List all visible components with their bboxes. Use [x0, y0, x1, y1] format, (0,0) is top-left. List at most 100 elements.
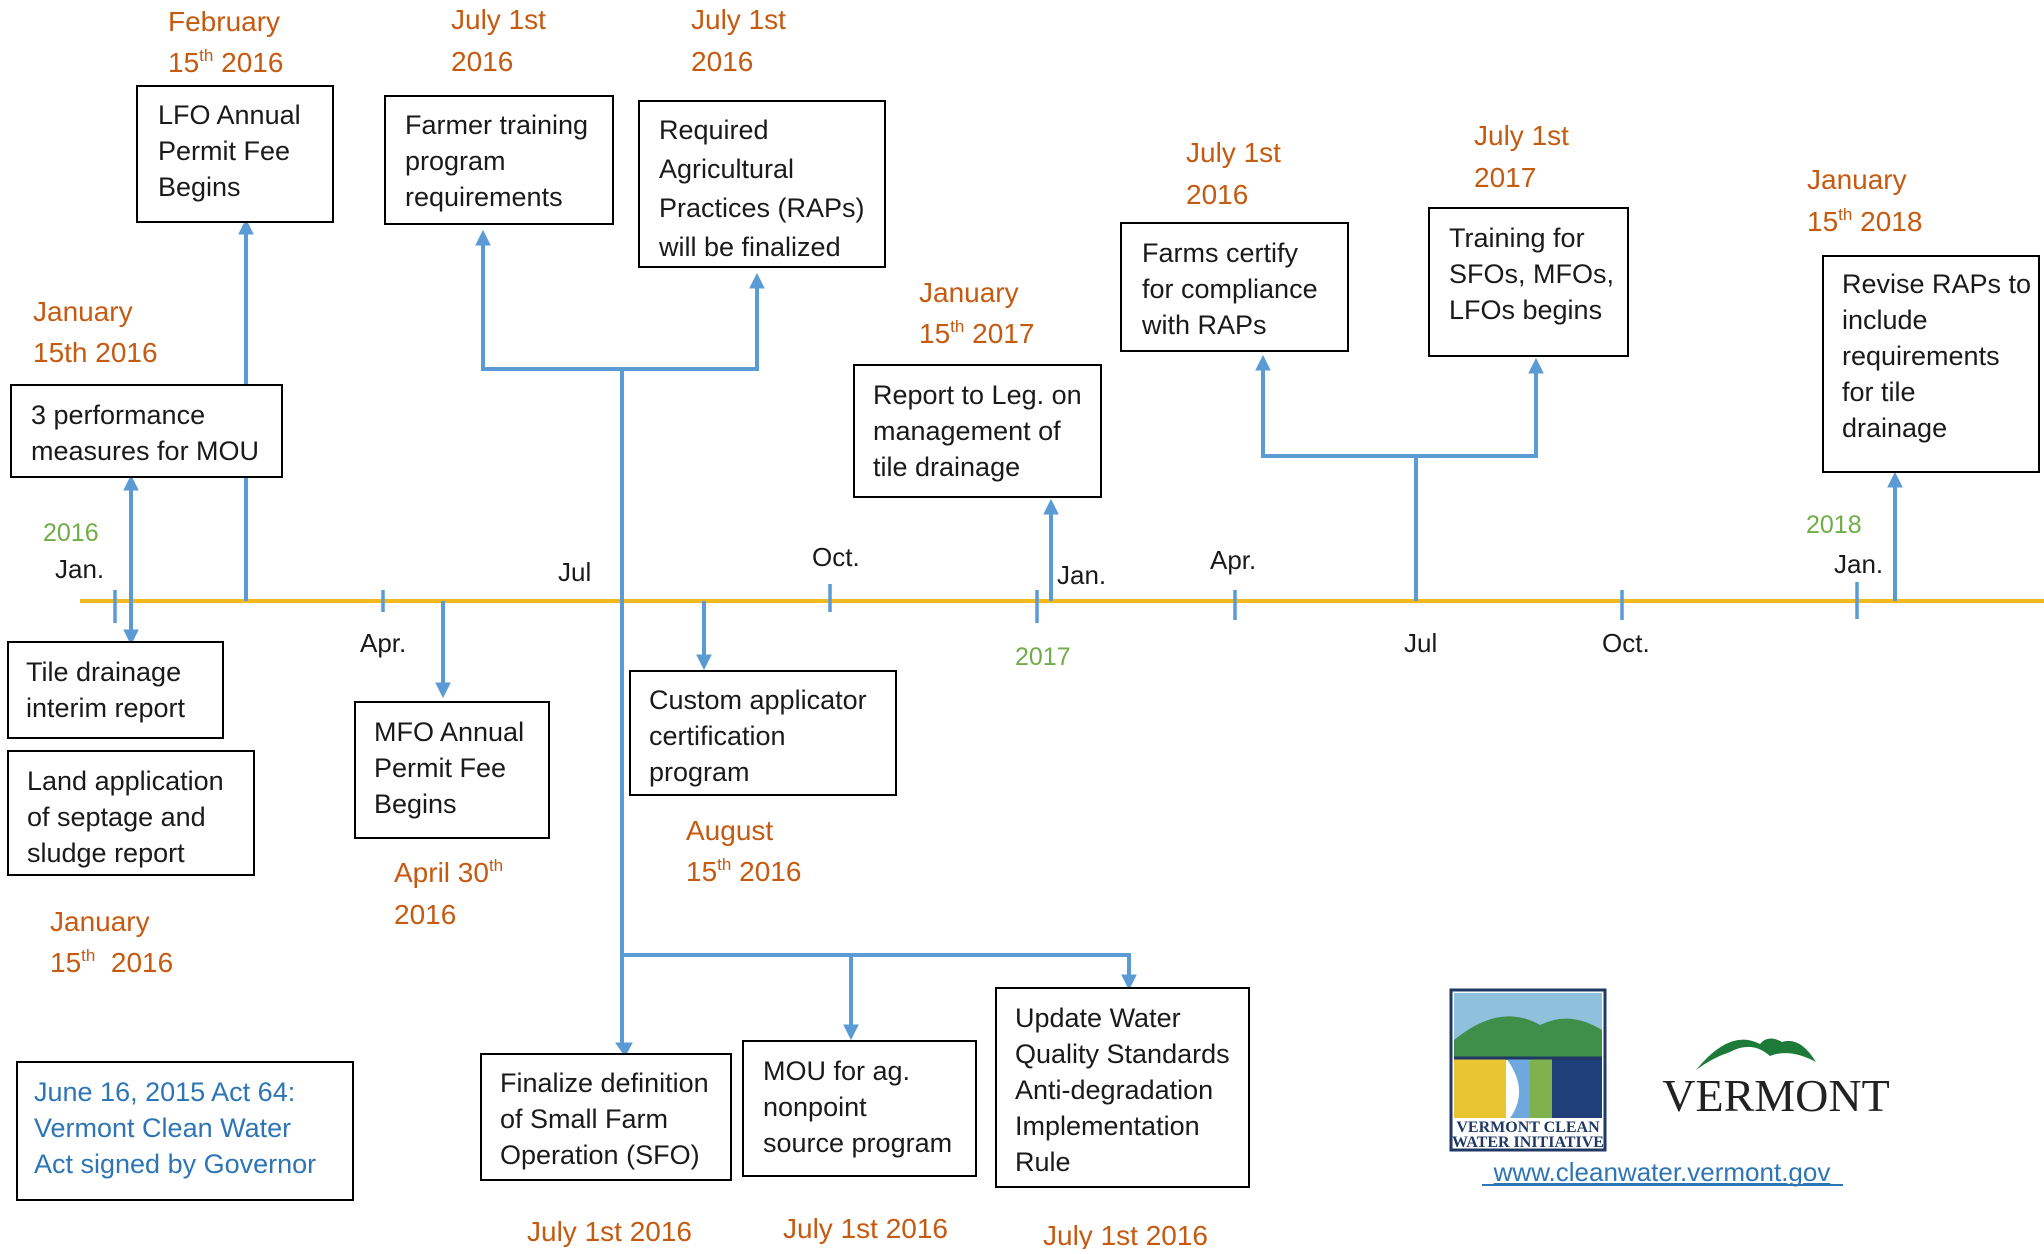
- vermont-logo: VERMONT: [1662, 1038, 1890, 1121]
- date-label: 2017: [1474, 162, 1536, 193]
- logo-mountain: [1454, 1016, 1602, 1060]
- month-label: Jan.: [1057, 560, 1106, 590]
- event-report-leg: Report to Leg. on management of tile dra…: [853, 364, 1102, 498]
- event-septage-report: Land application of septage and sludge r…: [7, 750, 255, 876]
- logo-text: VERMONT CLEAN: [1456, 1119, 1600, 1136]
- event-box-line: SFOs, MFOs,: [1449, 259, 1614, 289]
- event-box-line: LFO Annual: [158, 100, 301, 130]
- event-farms-certify: Farms certify for compliance with RAPs: [1120, 222, 1349, 352]
- event-box: [629, 670, 897, 796]
- event-box-line: Training for: [1449, 223, 1585, 253]
- date-label: January: [33, 296, 133, 327]
- event-box-line: 3 performance: [31, 400, 205, 430]
- arrowhead: [238, 218, 254, 235]
- date-label: July 1st: [691, 4, 786, 35]
- event-box-line: Finalize definition: [500, 1068, 709, 1098]
- logo-field: [1454, 1058, 1506, 1118]
- month-label: Jul: [1404, 628, 1437, 658]
- arrowhead: [1121, 974, 1137, 991]
- event-lfo-fee: LFO Annual Permit Fee Begins: [136, 85, 334, 223]
- date-rest: 2016: [95, 947, 173, 978]
- year-label: 2018: [1806, 511, 1862, 539]
- event-box-line: Permit Fee: [374, 753, 506, 783]
- date-label: 2016: [691, 46, 753, 77]
- arrowhead: [749, 272, 765, 289]
- event-box-line: Anti-degradation: [1015, 1075, 1213, 1105]
- date-day: April 30: [394, 857, 489, 888]
- date-label: February: [168, 6, 280, 37]
- date-label: July 1st: [1186, 137, 1281, 168]
- event-box-line: will be finalized: [658, 232, 841, 262]
- logo-field: [1530, 1058, 1552, 1118]
- connector-branch: [481, 240, 759, 371]
- axis-ticks: [113, 582, 1859, 623]
- date-label: July 1st 2016: [1043, 1220, 1208, 1249]
- event-box-line: measures for MOU: [31, 436, 259, 466]
- cleanwater-link[interactable]: www.cleanwater.vermont.gov: [1493, 1157, 1831, 1187]
- event-box-line: Begins: [374, 789, 457, 819]
- date-label: January: [50, 906, 150, 937]
- month-label: Oct.: [1602, 628, 1650, 658]
- event-box-line: Custom applicator: [649, 685, 867, 715]
- arrowhead: [1043, 498, 1059, 515]
- event-tile-interim: Tile drainage interim report: [7, 641, 224, 739]
- event-box-line: Agricultural: [659, 154, 794, 184]
- event-box-line: tile drainage: [873, 452, 1020, 482]
- month-label: Jul: [558, 557, 591, 587]
- date-label: April 30th: [394, 856, 503, 888]
- month-label: Apr.: [360, 628, 406, 658]
- arrowhead: [843, 1024, 859, 1041]
- event-box-line: Revise RAPs to: [1842, 269, 2031, 299]
- event-box-line: Permit Fee: [158, 136, 290, 166]
- event-box: [480, 1053, 732, 1181]
- event-revise-raps: Revise RAPs to include requirements for …: [1822, 255, 2040, 473]
- event-box-line: program: [405, 146, 506, 176]
- date-day: 15: [1807, 206, 1838, 237]
- event-box: [1428, 207, 1629, 357]
- arrowhead: [1528, 357, 1544, 374]
- date-label: July 1st: [1474, 120, 1569, 151]
- event-box: [136, 85, 334, 223]
- arrowhead: [435, 682, 451, 699]
- date-label: January: [919, 277, 1019, 308]
- event-performance-measures: 3 performance measures for MOU: [10, 384, 283, 478]
- year-label: 2016: [43, 519, 99, 547]
- connectors: [123, 218, 1903, 1057]
- date-label: 2016: [1186, 179, 1248, 210]
- event-box: [853, 364, 1102, 498]
- arrowhead: [123, 474, 139, 491]
- event-box: [742, 1040, 977, 1177]
- event-box-line: Quality Standards: [1015, 1039, 1230, 1069]
- event-box-line: Implementation: [1015, 1111, 1200, 1141]
- date-label: July 1st 2016: [783, 1213, 948, 1244]
- event-box: [995, 987, 1250, 1188]
- event-box: [384, 95, 614, 225]
- event-box-line: nonpoint: [763, 1092, 867, 1122]
- event-box-line: Practices (RAPs): [659, 193, 865, 223]
- event-box-line: sludge report: [27, 838, 185, 868]
- connector-branch: [1261, 366, 1538, 458]
- event-box-line: for tile: [1842, 377, 1916, 407]
- logo-water: [1552, 1058, 1602, 1118]
- month-labels: Jan. Apr. Jul Oct. Jan. Apr. Jul Oct. Ja…: [55, 542, 1883, 658]
- event-box: [354, 701, 550, 839]
- arrowhead: [123, 629, 139, 646]
- event-box-line: Farmer training: [405, 110, 588, 140]
- date-rest: 2016: [731, 856, 801, 887]
- date-sup: th: [199, 46, 213, 65]
- date-label: 15th 2016: [686, 855, 801, 887]
- date-label: 15th 2016: [33, 337, 158, 368]
- event-box-line: program: [649, 757, 750, 787]
- event-box-line: requirements: [405, 182, 563, 212]
- event-box-line: certification: [649, 721, 786, 751]
- act-note-line: June 16, 2015 Act 64:: [34, 1077, 295, 1107]
- event-box: [1822, 255, 2040, 473]
- date-label: 15th 2016: [168, 46, 283, 78]
- date-sup: th: [489, 856, 503, 875]
- event-custom-applicator: Custom applicator certification program: [629, 670, 897, 796]
- vermont-logo-text: VERMONT: [1662, 1070, 1889, 1121]
- date-rest: 2017: [964, 318, 1034, 349]
- arrowhead: [1255, 354, 1271, 371]
- event-mou-nonpoint: MOU for ag. nonpoint source program: [742, 1040, 977, 1177]
- date-rest: 2018: [1852, 206, 1922, 237]
